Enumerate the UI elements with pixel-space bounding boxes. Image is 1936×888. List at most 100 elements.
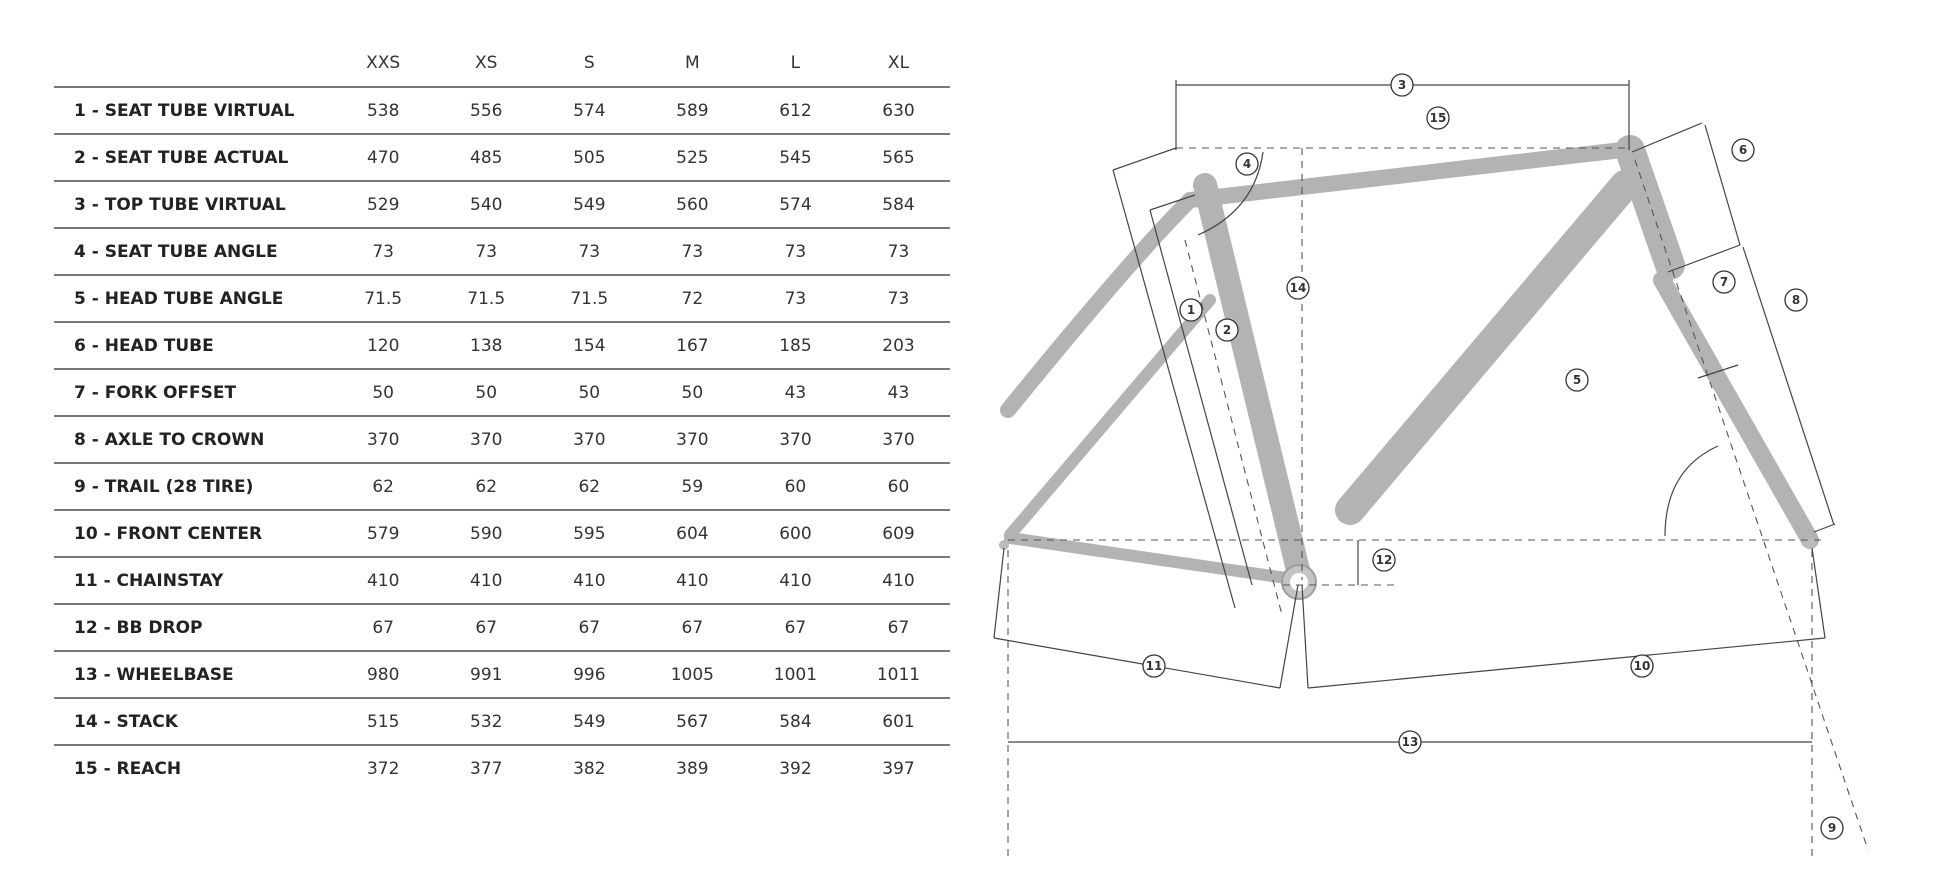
value-cell: 59: [681, 476, 704, 497]
value-cell: 410: [676, 570, 709, 591]
size-header-xl: XL: [887, 53, 910, 73]
value-cell: 630: [882, 100, 915, 121]
value-cell: 377: [470, 758, 503, 779]
callout-8: 8: [1784, 288, 1808, 312]
row-label: 10 - FRONT CENTER: [74, 523, 263, 544]
value-cell: 565: [882, 147, 915, 168]
value-cell: 370: [573, 429, 606, 450]
value-cell: 980: [366, 664, 400, 685]
value-cell: 574: [573, 100, 606, 121]
value-cell: 996: [573, 664, 606, 685]
value-cell: 72: [681, 288, 704, 309]
value-cell: 73: [681, 241, 704, 262]
value-cell: 545: [779, 147, 812, 168]
value-cell: 392: [779, 758, 812, 779]
callout-7: 7: [1712, 270, 1736, 294]
value-cell: 410: [470, 570, 503, 591]
callout-number: 14: [1290, 281, 1307, 295]
value-cell: 73: [372, 241, 394, 262]
value-cell: 71.5: [364, 288, 403, 309]
row-label: 1 - SEAT TUBE VIRTUAL: [74, 100, 295, 121]
value-cell: 538: [366, 100, 400, 121]
value-cell: 532: [470, 711, 503, 732]
row-label: 7 - FORK OFFSET: [74, 382, 237, 403]
callout-number: 13: [1402, 735, 1419, 749]
value-cell: 595: [573, 523, 606, 544]
row-label: 11 - CHAINSTAY: [74, 570, 224, 591]
value-cell: 67: [578, 617, 601, 638]
value-cell: 410: [573, 570, 606, 591]
value-cell: 505: [573, 147, 606, 168]
callout-2: 2: [1215, 318, 1239, 342]
callout-13: 13: [1398, 730, 1422, 754]
value-cell: 556: [470, 100, 503, 121]
value-cell: 370: [676, 429, 709, 450]
value-cell: 370: [366, 429, 400, 450]
value-cell: 1011: [876, 664, 921, 685]
value-cell: 579: [366, 523, 400, 544]
callout-number: 11: [1146, 659, 1163, 673]
callout-6: 6: [1731, 138, 1755, 162]
value-cell: 60: [887, 476, 910, 497]
value-cell: 370: [779, 429, 812, 450]
value-cell: 60: [784, 476, 807, 497]
size-header-l: L: [790, 53, 801, 73]
value-cell: 372: [366, 758, 400, 779]
value-cell: 71.5: [570, 288, 609, 309]
callout-number: 7: [1720, 275, 1728, 289]
value-cell: 549: [573, 194, 606, 215]
value-cell: 73: [578, 241, 601, 262]
value-cell: 1001: [773, 664, 818, 685]
callout-10: 10: [1630, 654, 1654, 678]
value-cell: 67: [784, 617, 807, 638]
value-cell: 397: [882, 758, 915, 779]
value-cell: 549: [573, 711, 606, 732]
size-header-s: S: [583, 53, 595, 73]
callout-number: 9: [1828, 821, 1836, 835]
value-cell: 67: [475, 617, 498, 638]
value-cell: 370: [470, 429, 503, 450]
value-cell: 185: [779, 335, 812, 356]
callout-number: 10: [1634, 659, 1651, 673]
callout-number: 4: [1243, 157, 1251, 171]
value-cell: 612: [779, 100, 812, 121]
callout-9: 9: [1820, 816, 1844, 840]
value-cell: 470: [366, 147, 400, 168]
value-cell: 515: [366, 711, 400, 732]
value-cell: 410: [366, 570, 400, 591]
value-cell: 410: [882, 570, 915, 591]
value-cell: 73: [784, 288, 807, 309]
value-cell: 370: [882, 429, 915, 450]
value-cell: 73: [784, 241, 807, 262]
value-cell: 67: [372, 617, 394, 638]
row-label: 5 - HEAD TUBE ANGLE: [74, 288, 284, 309]
size-header-xs: XS: [475, 53, 498, 73]
value-cell: 584: [882, 194, 915, 215]
row-label: 2 - SEAT TUBE ACTUAL: [74, 147, 289, 168]
value-cell: 600: [779, 523, 812, 544]
value-cell: 154: [573, 335, 606, 356]
value-cell: 73: [887, 241, 910, 262]
value-cell: 529: [366, 194, 400, 215]
callout-number: 12: [1376, 553, 1393, 567]
row-label: 15 - REACH: [74, 758, 182, 779]
value-cell: 601: [882, 711, 915, 732]
value-cell: 525: [676, 147, 709, 168]
size-header-m: M: [685, 53, 700, 73]
value-cell: 485: [470, 147, 503, 168]
value-cell: 1005: [670, 664, 714, 685]
value-cell: 120: [366, 335, 400, 356]
callout-15: 15: [1426, 106, 1450, 130]
row-label: 12 - BB DROP: [74, 617, 203, 638]
value-cell: 389: [676, 758, 709, 779]
row-label: 3 - TOP TUBE VIRTUAL: [74, 194, 286, 215]
